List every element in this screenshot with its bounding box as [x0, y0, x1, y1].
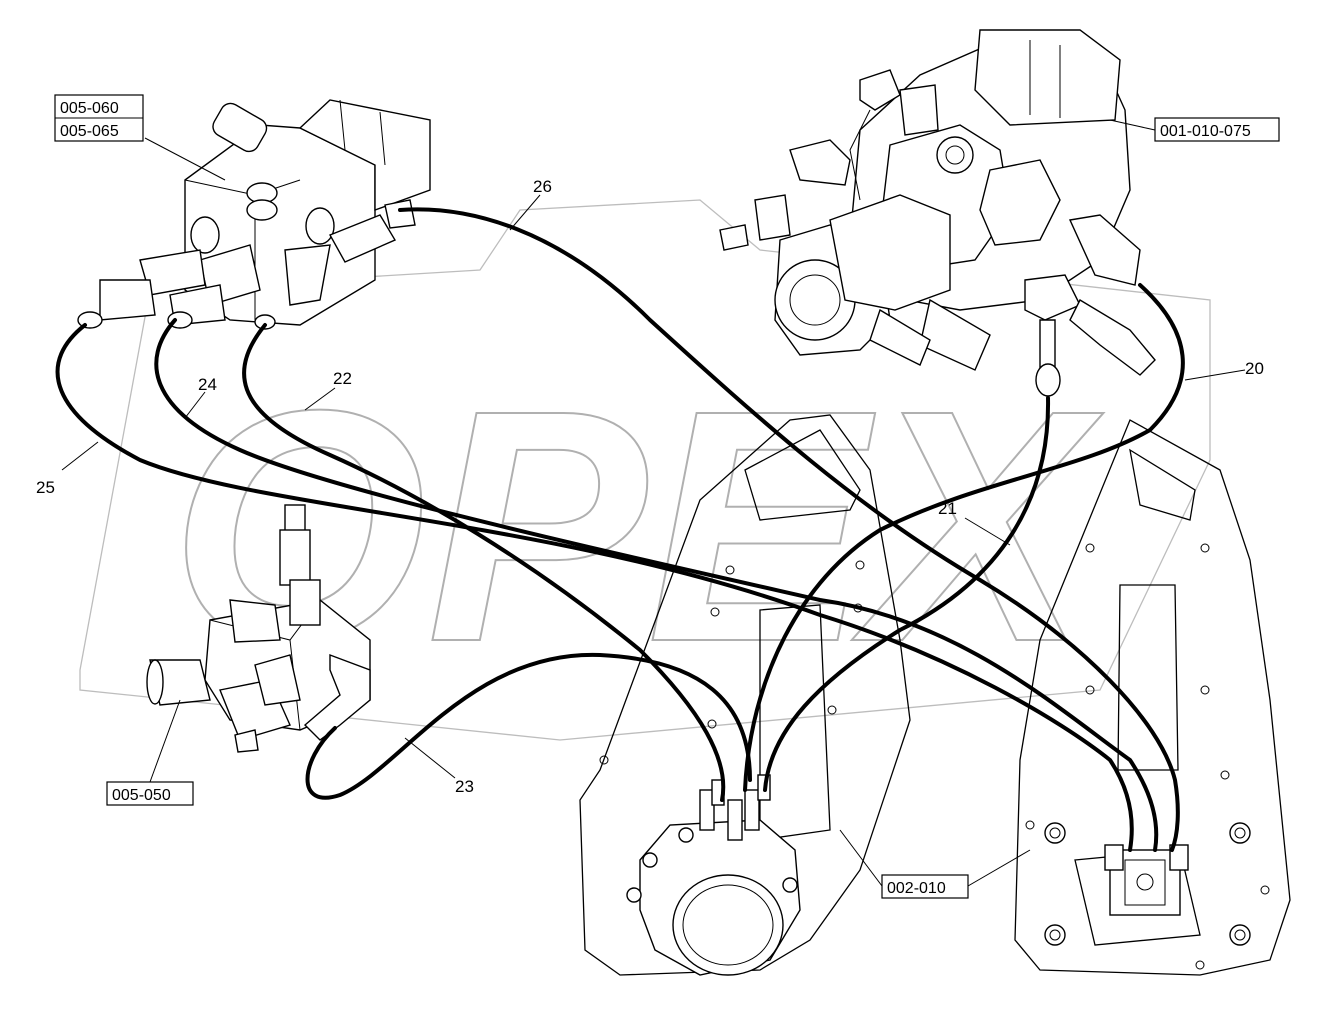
ref-005-060: 005-060: [60, 100, 119, 117]
valve-block-005-050: [146, 504, 371, 753]
pump-assembly-001-010-075: [719, 29, 1156, 397]
hose-25: [55, 323, 1134, 852]
callout-26: 26: [533, 177, 552, 196]
hose-26: [398, 207, 1180, 852]
part-reference-labels: 005-060 005-065 001-010-075 005-050 002-…: [54, 94, 1280, 899]
hydraulic-motor: [626, 774, 801, 976]
ref-box-002-010: 002-010: [881, 874, 969, 899]
ref-002-010: 002-010: [887, 880, 946, 897]
hose-20: [743, 283, 1185, 792]
callout-22: 22: [333, 369, 352, 388]
valve-block-005-060: [77, 99, 431, 330]
leader-lines: [61, 119, 1246, 887]
hoses: [55, 207, 1185, 852]
ref-box-005-060-065: 005-060 005-065: [54, 94, 144, 142]
ref-box-005-050: 005-050: [106, 781, 194, 806]
ref-005-065: 005-065: [60, 123, 119, 140]
hose-24: [154, 318, 1159, 852]
ref-005-050: 005-050: [112, 787, 171, 804]
ref-box-001-010-075: 001-010-075: [1154, 117, 1280, 142]
hose-22: [242, 323, 726, 802]
callout-24: 24: [198, 375, 217, 394]
callout-23: 23: [455, 777, 474, 796]
hose-23: [305, 652, 752, 800]
callout-21: 21: [938, 499, 957, 518]
ref-001-010-075: 001-010-075: [1160, 123, 1251, 140]
right-mounting-plate: [1014, 419, 1291, 976]
callout-25: 25: [36, 478, 55, 497]
callout-20: 20: [1245, 359, 1264, 378]
hose-21: [763, 396, 1051, 792]
callout-labels: 20 21 22 23 24 25 26: [36, 177, 1264, 796]
